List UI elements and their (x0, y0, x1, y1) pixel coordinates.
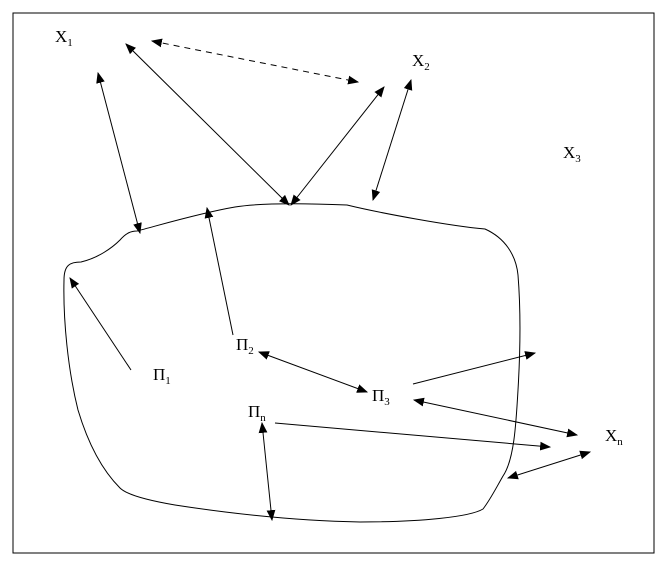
arrow-p2-p3 (257, 351, 369, 393)
arrow-x2-boundary (371, 78, 413, 202)
arrow-xn-boundary (506, 450, 592, 480)
arrow-p1-boundary (69, 277, 132, 371)
label-x1: X1 (55, 27, 73, 49)
dashed-arrow-x1-x2 (150, 38, 360, 85)
label-pn: Πn (248, 402, 266, 424)
arrow-p3-outside (412, 351, 537, 385)
label-p1: Π1 (153, 365, 171, 387)
label-p3: Π3 (372, 386, 390, 408)
outer-frame (12, 12, 655, 554)
label-x2: X2 (412, 51, 430, 73)
arrow-pn-boundary (258, 421, 276, 522)
arrow-p3-xn (412, 397, 579, 438)
arrow-x1-boundary (96, 71, 142, 235)
label-p2: Π2 (236, 335, 254, 357)
arrow-pn-xn (274, 422, 552, 451)
arrow-p2-boundary (204, 206, 234, 336)
region-boundary (63, 203, 521, 523)
arrow-x2-center (290, 86, 385, 206)
label-x3: X3 (563, 143, 581, 165)
arrow-x1-center (125, 43, 290, 206)
label-xn: Xn (605, 426, 623, 448)
